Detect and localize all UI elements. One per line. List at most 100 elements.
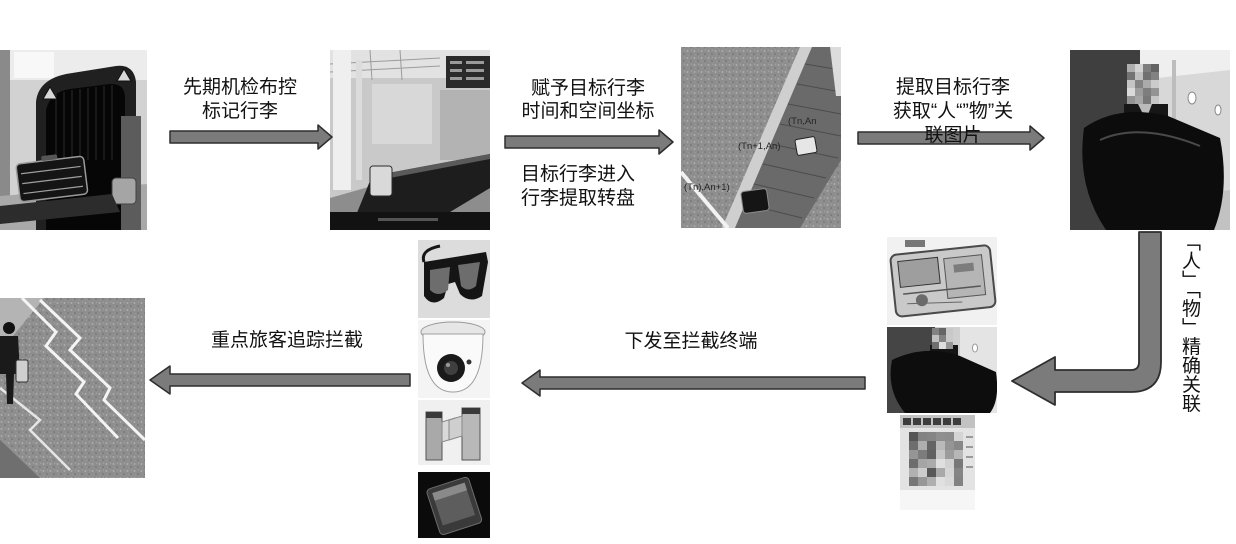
mosaic-cell: [954, 477, 963, 486]
mosaic-cell: [945, 441, 954, 450]
turnstile-gate-icon: [418, 400, 490, 465]
mosaic-cell: [946, 335, 953, 342]
mosaic-cell: [1127, 64, 1135, 72]
mosaic-cell: [939, 328, 946, 335]
mosaic-cell: [932, 342, 939, 349]
mosaic-cell: [945, 450, 954, 459]
mosaic-cell: [954, 468, 963, 477]
mosaic-cell: [1135, 64, 1143, 72]
mosaic-cell: [1151, 72, 1159, 80]
id-photo-mosaic: [909, 432, 963, 486]
mosaic-cell: [939, 335, 946, 342]
tracked-luggage-light: [794, 136, 818, 156]
mosaic-cell: [1135, 88, 1143, 96]
face-mosaic: [1127, 64, 1159, 104]
mosaic-cell: [946, 342, 953, 349]
label-extract-images-line2: 获取“人“”物”关: [893, 100, 1013, 122]
mosaic-cell: [1143, 96, 1151, 104]
passenger-with-bag-photo: [1070, 50, 1230, 230]
label-mark-baggage-line2: 标记行李: [202, 100, 278, 122]
label-enter-carousel-line1: 目标行李进入: [521, 163, 635, 185]
label-dispatch-to-terminals: 下发至拦截终端: [624, 330, 757, 352]
mosaic-cell: [909, 441, 918, 450]
mosaic-cell: [1127, 96, 1135, 104]
face-mosaic-small: [932, 328, 953, 349]
arrow-mark-to-hall: [169, 124, 333, 150]
mosaic-cell: [936, 450, 945, 459]
arrow-track-and-intercept: [149, 365, 411, 395]
xray-scanner-photo: [0, 50, 147, 230]
mosaic-cell: [1143, 72, 1151, 80]
mosaic-cell: [1135, 80, 1143, 88]
mosaic-cell: [1127, 88, 1135, 96]
mosaic-cell: [1127, 80, 1135, 88]
label-assign-coordinates-line2: 时间和空间坐标: [521, 100, 654, 122]
mosaic-cell: [909, 468, 918, 477]
mosaic-cell: [927, 468, 936, 477]
mosaic-cell: [909, 432, 918, 441]
mosaic-cell: [1143, 88, 1151, 96]
mosaic-cell: [927, 450, 936, 459]
mosaic-cell: [918, 432, 927, 441]
tracked-luggage: [369, 165, 393, 197]
tracked-luggage-dark: [740, 188, 770, 214]
mosaic-cell: [918, 459, 927, 468]
mosaic-cell: [945, 477, 954, 486]
label-extract-images-line3: 联图片: [924, 124, 981, 146]
mosaic-cell: [932, 328, 939, 335]
arrow-carousel-to-passenger: [857, 125, 1045, 151]
mosaic-cell: [936, 432, 945, 441]
label-extract-images-line1: 提取目标行李: [896, 76, 1010, 98]
mosaic-cell: [918, 441, 927, 450]
mosaic-cell: [1151, 80, 1159, 88]
mosaic-cell: [954, 432, 963, 441]
mosaic-cell: [954, 450, 963, 459]
mosaic-cell: [909, 477, 918, 486]
tracked-passenger: [0, 322, 29, 404]
mosaic-cell: [909, 450, 918, 459]
mosaic-cell: [918, 477, 927, 486]
handheld-terminal-icon: [418, 472, 490, 538]
mosaic-cell: [1151, 88, 1159, 96]
label-precise-association: 「人」「物」精确关联: [1179, 232, 1200, 413]
mosaic-cell: [1127, 72, 1135, 80]
mosaic-cell: [954, 459, 963, 468]
vr-glasses-icon: [418, 240, 490, 318]
mosaic-cell: [1151, 64, 1159, 72]
mosaic-cell: [936, 441, 945, 450]
arrow-association-curved: [1011, 231, 1162, 406]
warning-triangle-icon: [42, 86, 58, 100]
baggage-hall-photo: [330, 50, 490, 230]
mosaic-cell: [909, 459, 918, 468]
carousel-tag-3: (Tn),An+1): [684, 182, 730, 193]
mosaic-cell: [1143, 80, 1151, 88]
passenger-tracking-photo: [0, 298, 145, 478]
passenger-bag-closeup: [887, 327, 997, 413]
mosaic-cell: [927, 441, 936, 450]
mosaic-cell: [945, 432, 954, 441]
mosaic-cell: [927, 459, 936, 468]
mosaic-cell: [1135, 72, 1143, 80]
mosaic-cell: [936, 459, 945, 468]
arrow-dispatch-to-terminals: [521, 369, 866, 397]
mosaic-cell: [954, 441, 963, 450]
label-enter-carousel-line2: 行李提取转盘: [521, 187, 635, 209]
mosaic-cell: [1135, 96, 1143, 104]
mosaic-cell: [1151, 96, 1159, 104]
carousel-tag-2: (Tn+1,An): [738, 141, 781, 152]
arrow-hall-to-carousel: [504, 129, 674, 155]
mosaic-cell: [945, 468, 954, 477]
mosaic-cell: [936, 477, 945, 486]
warning-triangle-icon: [116, 68, 132, 82]
mosaic-cell: [946, 328, 953, 335]
mosaic-cell: [932, 335, 939, 342]
mosaic-cell: [927, 477, 936, 486]
passenger-id-image: [900, 415, 975, 510]
marked-luggage: [15, 154, 89, 203]
label-track-and-intercept: 重点旅客追踪拦截: [211, 329, 363, 351]
mosaic-cell: [918, 468, 927, 477]
mosaic-cell: [927, 432, 936, 441]
xray-bag-image: [887, 237, 997, 325]
